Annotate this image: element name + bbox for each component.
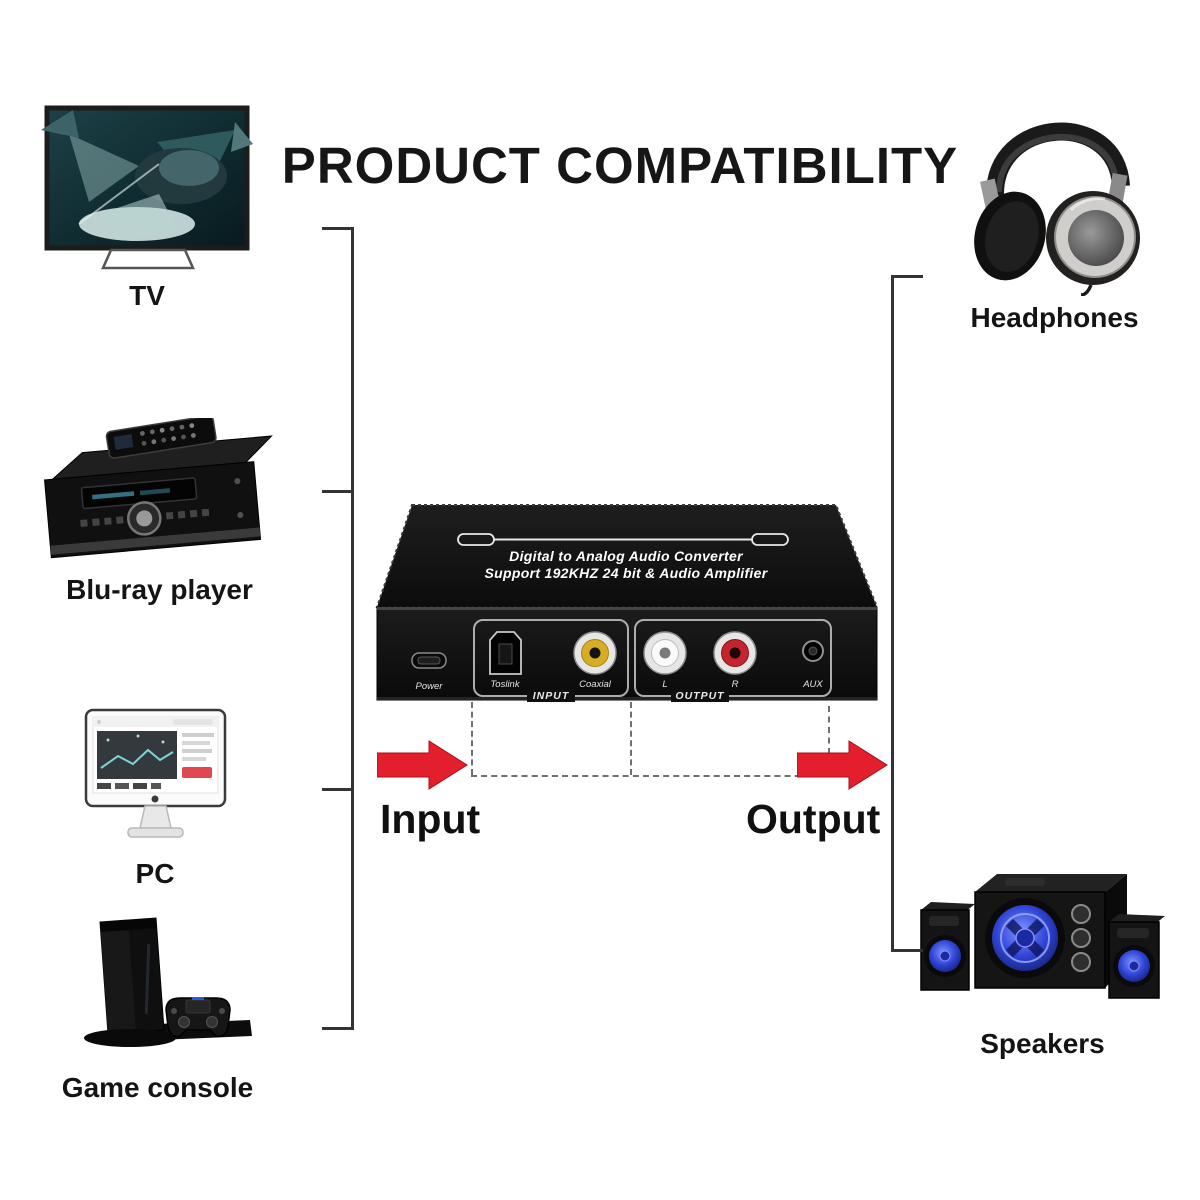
headphones-image [973,122,1140,296]
left-bracket-stub-pc [322,788,352,791]
left-bracket-stub-tv [322,227,352,230]
game-console-image [83,917,252,1047]
source-bluray: Blu-ray player [22,418,297,606]
output-group-label: OUTPUT [675,690,725,702]
dac-converter-image: Digital to Analog Audio Converter Suppor… [375,504,879,702]
sink-speakers: Speakers [910,864,1175,1060]
tv-label: TV [129,280,165,311]
bluray-player-image [43,418,273,559]
rca-right-port [713,631,757,675]
game-controller [164,997,231,1038]
right-bracket-line [891,275,894,952]
pc-image [84,708,226,838]
bluray-label: Blu-ray player [66,574,253,605]
dashed-drop-output-right [828,706,830,775]
tv-image [41,105,253,270]
dashed-drop-input-left [471,702,473,775]
converter-title-line1: Digital to Analog Audio Converter [509,548,744,564]
speakers-label: Speakers [980,1028,1105,1059]
power-port [411,652,447,669]
right-bracket-stub-speakers [891,949,923,952]
source-tv: TV [38,104,256,312]
left-bracket-stub-game [322,1027,352,1030]
right-bracket-stub-headphones [891,275,923,278]
source-pc: PC [75,706,235,890]
aux-port [802,640,824,662]
output-arrow-icon [797,740,888,790]
page-title: PRODUCT COMPATIBILITY [281,137,959,194]
toslink-port [489,631,522,675]
pc-label: PC [135,858,175,889]
rca-left-port [643,631,687,675]
power-port-label: Power [416,681,444,692]
converter-title-line2: Support 192KHZ 24 bit & Audio Amplifier [485,565,769,581]
headphones-label: Headphones [970,302,1139,333]
rca-right-label: R [732,679,739,690]
dashed-baseline [471,775,831,777]
speakers-image [919,874,1165,999]
left-bracket-stub-bluray [322,490,352,493]
rca-left-label: L [662,679,667,690]
dashed-drop-center [630,702,632,775]
output-flow-label: Output [746,796,881,842]
toslink-port-label: Toslink [490,679,520,690]
input-arrow-icon [377,740,468,790]
left-bracket-line [351,227,354,1030]
sink-headphones: Headphones [952,88,1157,334]
coaxial-port-label: Coaxial [579,679,612,690]
game-console-label: Game console [61,1072,254,1103]
source-game-console: Game console [55,914,260,1104]
aux-port-label: AUX [802,679,823,690]
coaxial-port [573,631,617,675]
input-flow-label: Input [380,796,481,842]
output-panel-outline [634,619,832,697]
input-group-label: INPUT [533,690,570,702]
